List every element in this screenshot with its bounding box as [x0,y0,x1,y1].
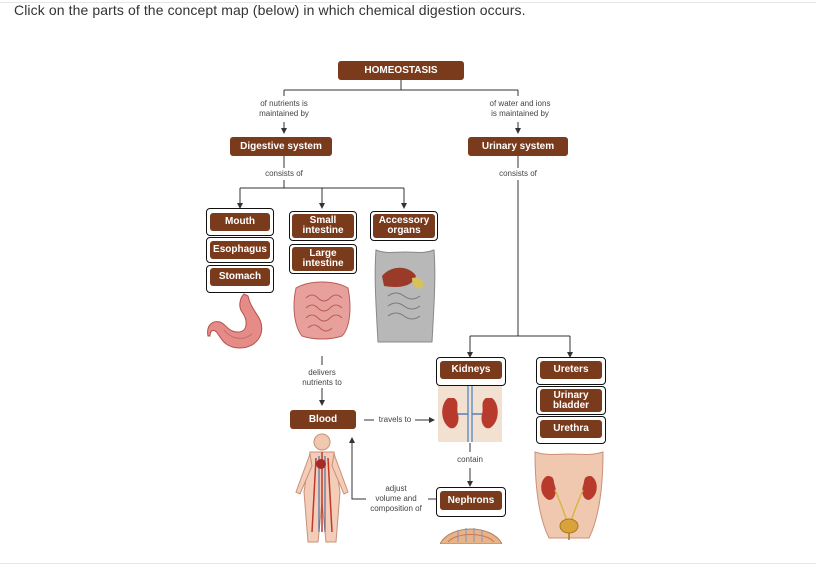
nutrients-link-line2: maintained by [259,109,309,118]
urinary-system-box: Urinary system [468,137,568,156]
large-intestine-option[interactable]: Large intestine [289,244,357,274]
accessory-organs-illustration [374,249,436,343]
accessory-organs-line2: organs [387,225,421,236]
nephrons-option[interactable]: Nephrons [436,487,506,517]
nutrients-link-line1: of nutrients is [260,99,308,108]
stomach-illustration [207,293,263,349]
intestine-illustration [293,281,351,340]
digestive-system-box: Digestive system [230,137,332,156]
ureters-option[interactable]: Ureters [536,357,606,385]
urinary-bladder-line2: bladder [552,399,590,411]
top-divider [0,2,816,3]
urethra-label: Urethra [540,420,602,438]
urinary-bladder-option[interactable]: Urinary bladder [536,386,606,415]
kidneys-option[interactable]: Kidneys [436,357,506,386]
large-intestine-label: Large intestine [292,247,354,271]
small-intestine-label: Small intestine [292,214,354,238]
delivers-text: delivers nutrients to [286,368,358,388]
urinary-bladder-label: Urinary bladder [540,389,602,412]
circulatory-illustration [295,433,349,543]
accessory-organs-label: Accessory organs [373,214,435,238]
adjust-line2: volume and [375,494,417,503]
consists-of-left-text: consists of [265,169,303,178]
water-link-line1: of water and ions [489,99,551,108]
ureters-label: Ureters [540,361,602,379]
bottom-divider [0,563,816,564]
nutrients-link-text: of nutrients is maintained by [236,99,332,119]
large-intestine-line2: intestine [302,258,344,269]
urinary-system-illustration [534,451,604,540]
accessory-organs-option[interactable]: Accessory organs [370,211,438,241]
consists-of-right-text: consists of [499,169,537,178]
homeostasis-box: HOMEOSTASIS [338,61,464,80]
esophagus-option[interactable]: Esophagus [206,237,274,263]
travels-to-text: travels to [378,415,412,424]
esophagus-label: Esophagus [210,241,270,259]
kidneys-label: Kidneys [440,361,502,379]
small-intestine-option[interactable]: Small intestine [289,211,357,241]
stomach-option[interactable]: Stomach [206,265,274,293]
nephrons-label: Nephrons [440,491,502,510]
kidney-illustration [438,386,502,442]
water-link-text: of water and ions is maintained by [470,99,570,119]
adjust-line3: composition of [370,504,422,513]
urethra-option[interactable]: Urethra [536,416,606,444]
nephron-illustration [440,528,502,544]
mouth-option[interactable]: Mouth [206,208,274,236]
accessory-organs-line1: Accessory [378,215,430,226]
water-link-line2: is maintained by [491,109,549,118]
adjust-line1: adjust [385,484,407,493]
delivers-line1: delivers [308,368,336,377]
small-intestine-line1: Small [309,215,337,226]
small-intestine-line2: intestine [302,225,344,236]
mouth-label: Mouth [210,213,270,231]
delivers-line2: nutrients to [302,378,342,387]
adjust-text: adjust volume and composition of [358,484,434,514]
stomach-label: Stomach [210,268,270,286]
instruction-text: Click on the parts of the concept map (b… [14,2,526,18]
large-intestine-line1: Large [309,248,337,259]
contain-text: contain [457,455,483,464]
blood-box: Blood [290,410,356,429]
urinary-bladder-line1: Urinary [553,389,589,401]
